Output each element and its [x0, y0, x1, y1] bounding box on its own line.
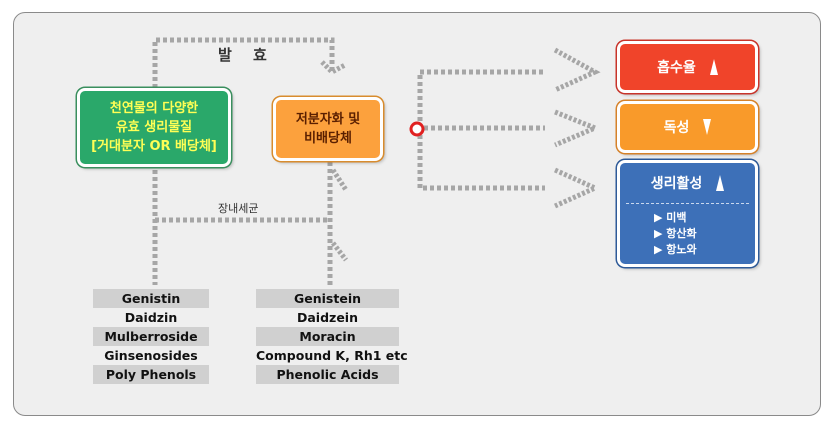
bioactivity-item: ▶ 항산화	[654, 227, 697, 240]
aglycone-compound-list: Genistein Daidzein Moracin Compound K, R…	[256, 289, 408, 384]
arrowhead-product-bottom	[331, 241, 348, 262]
compound-item: Compound K, Rh1 etc	[256, 348, 408, 363]
intestinal-bacteria-label: 장내세균	[218, 202, 259, 215]
toxicity-label: 독성	[663, 120, 690, 136]
glycoside-compound-list: Genistin Daidzin Mulberroside Ginsenosid…	[93, 289, 209, 384]
source-line-3: [거대분자 OR 배당체]	[91, 139, 217, 154]
branch-bottom-path	[417, 128, 545, 191]
arrowhead-bottom	[553, 167, 602, 209]
triangle-bullet-icon: ▶	[654, 243, 667, 256]
bioactivity-item: ▶ 미백	[654, 211, 687, 224]
decrease-arrow-icon	[703, 119, 712, 135]
product-line-2: 비배당체	[304, 131, 352, 146]
increase-arrow-icon	[709, 59, 718, 75]
compound-item: Ginsenosides	[104, 348, 198, 363]
bioactivity-label: 생리활성	[650, 176, 703, 192]
compound-item: Daidzin	[124, 310, 178, 325]
fermentation-label: 발 효	[218, 46, 275, 64]
arrowhead-top	[553, 47, 601, 93]
bioactivity-item: ▶ 항노와	[654, 243, 697, 256]
compound-item: Poly Phenols	[93, 365, 209, 384]
compound-item: Genistin	[93, 289, 209, 308]
compound-item: Phenolic Acids	[256, 365, 399, 384]
branch-top-path	[417, 69, 545, 128]
converted-compound-box: 저분자화 및 비배당체	[273, 97, 383, 161]
compound-item: Genistein	[256, 289, 399, 308]
source-compound-box: 천연물의 다양한 유효 생리물질 [거대분자 OR 배당체]	[77, 88, 231, 167]
product-line-1: 저분자화 및	[295, 112, 361, 127]
arrowhead-middle	[554, 109, 602, 148]
compound-item: Moracin	[256, 327, 399, 346]
triangle-bullet-icon: ▶	[654, 211, 667, 224]
absorption-label: 흡수율	[657, 60, 696, 76]
bioactivity-effect-box: 생리활성 ▶ 미백 ▶ 항산화 ▶ 항노와	[617, 160, 758, 267]
triangle-bullet-icon: ▶	[654, 227, 667, 240]
fermentation-path	[152, 37, 335, 88]
toxicity-effect-box: 독성	[617, 101, 758, 153]
arrowhead-product-right	[330, 168, 349, 192]
source-line-2: 유효 생리물질	[115, 120, 193, 135]
branch-node	[409, 121, 425, 137]
absorption-effect-box: 흡수율	[617, 41, 758, 93]
source-line-1: 천연물의 다양한	[109, 101, 199, 116]
compound-item: Mulberroside	[93, 327, 209, 346]
compound-item: Daidzein	[297, 310, 358, 325]
bioactivity-items: ▶ 미백 ▶ 항산화 ▶ 항노와	[620, 204, 755, 258]
increase-arrow-icon	[716, 175, 725, 191]
